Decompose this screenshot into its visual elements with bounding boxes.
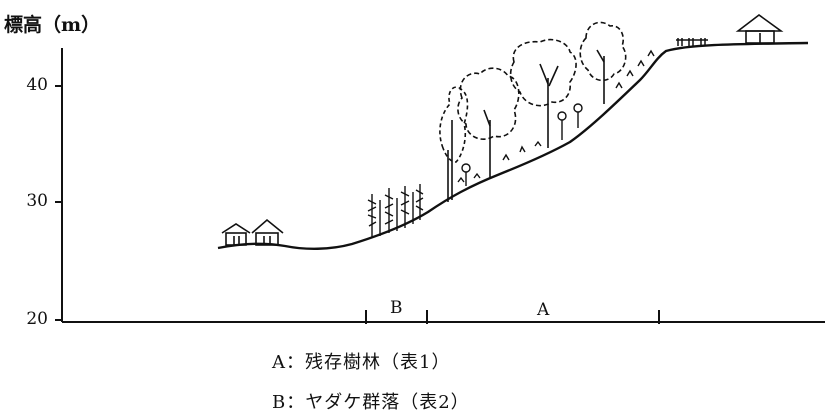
plateau-shrubs: [676, 38, 708, 46]
legend-item-b: B：ヤダケ群落（表2）: [272, 392, 470, 413]
tree-icon: [509, 38, 577, 148]
tree-icon: [457, 67, 520, 178]
tick-label-30: 30: [26, 191, 48, 211]
zone-label-b: B: [390, 298, 403, 318]
tree-icon: [579, 21, 627, 104]
zone-label-a: A: [537, 300, 550, 320]
bamboo-cluster-icon: [367, 184, 424, 238]
tick-label-20: 20: [26, 309, 48, 329]
house-icon: [221, 218, 284, 246]
y-axis-title: 標高（m）: [4, 14, 101, 36]
house-icon: [735, 14, 784, 44]
tree-icon: [439, 86, 469, 202]
tick-label-40: 40: [26, 75, 48, 95]
sapling-icons: [457, 49, 655, 186]
legend-item-a: A：残存樹林（表1）: [272, 352, 451, 373]
terrain-profile: [217, 41, 809, 250]
